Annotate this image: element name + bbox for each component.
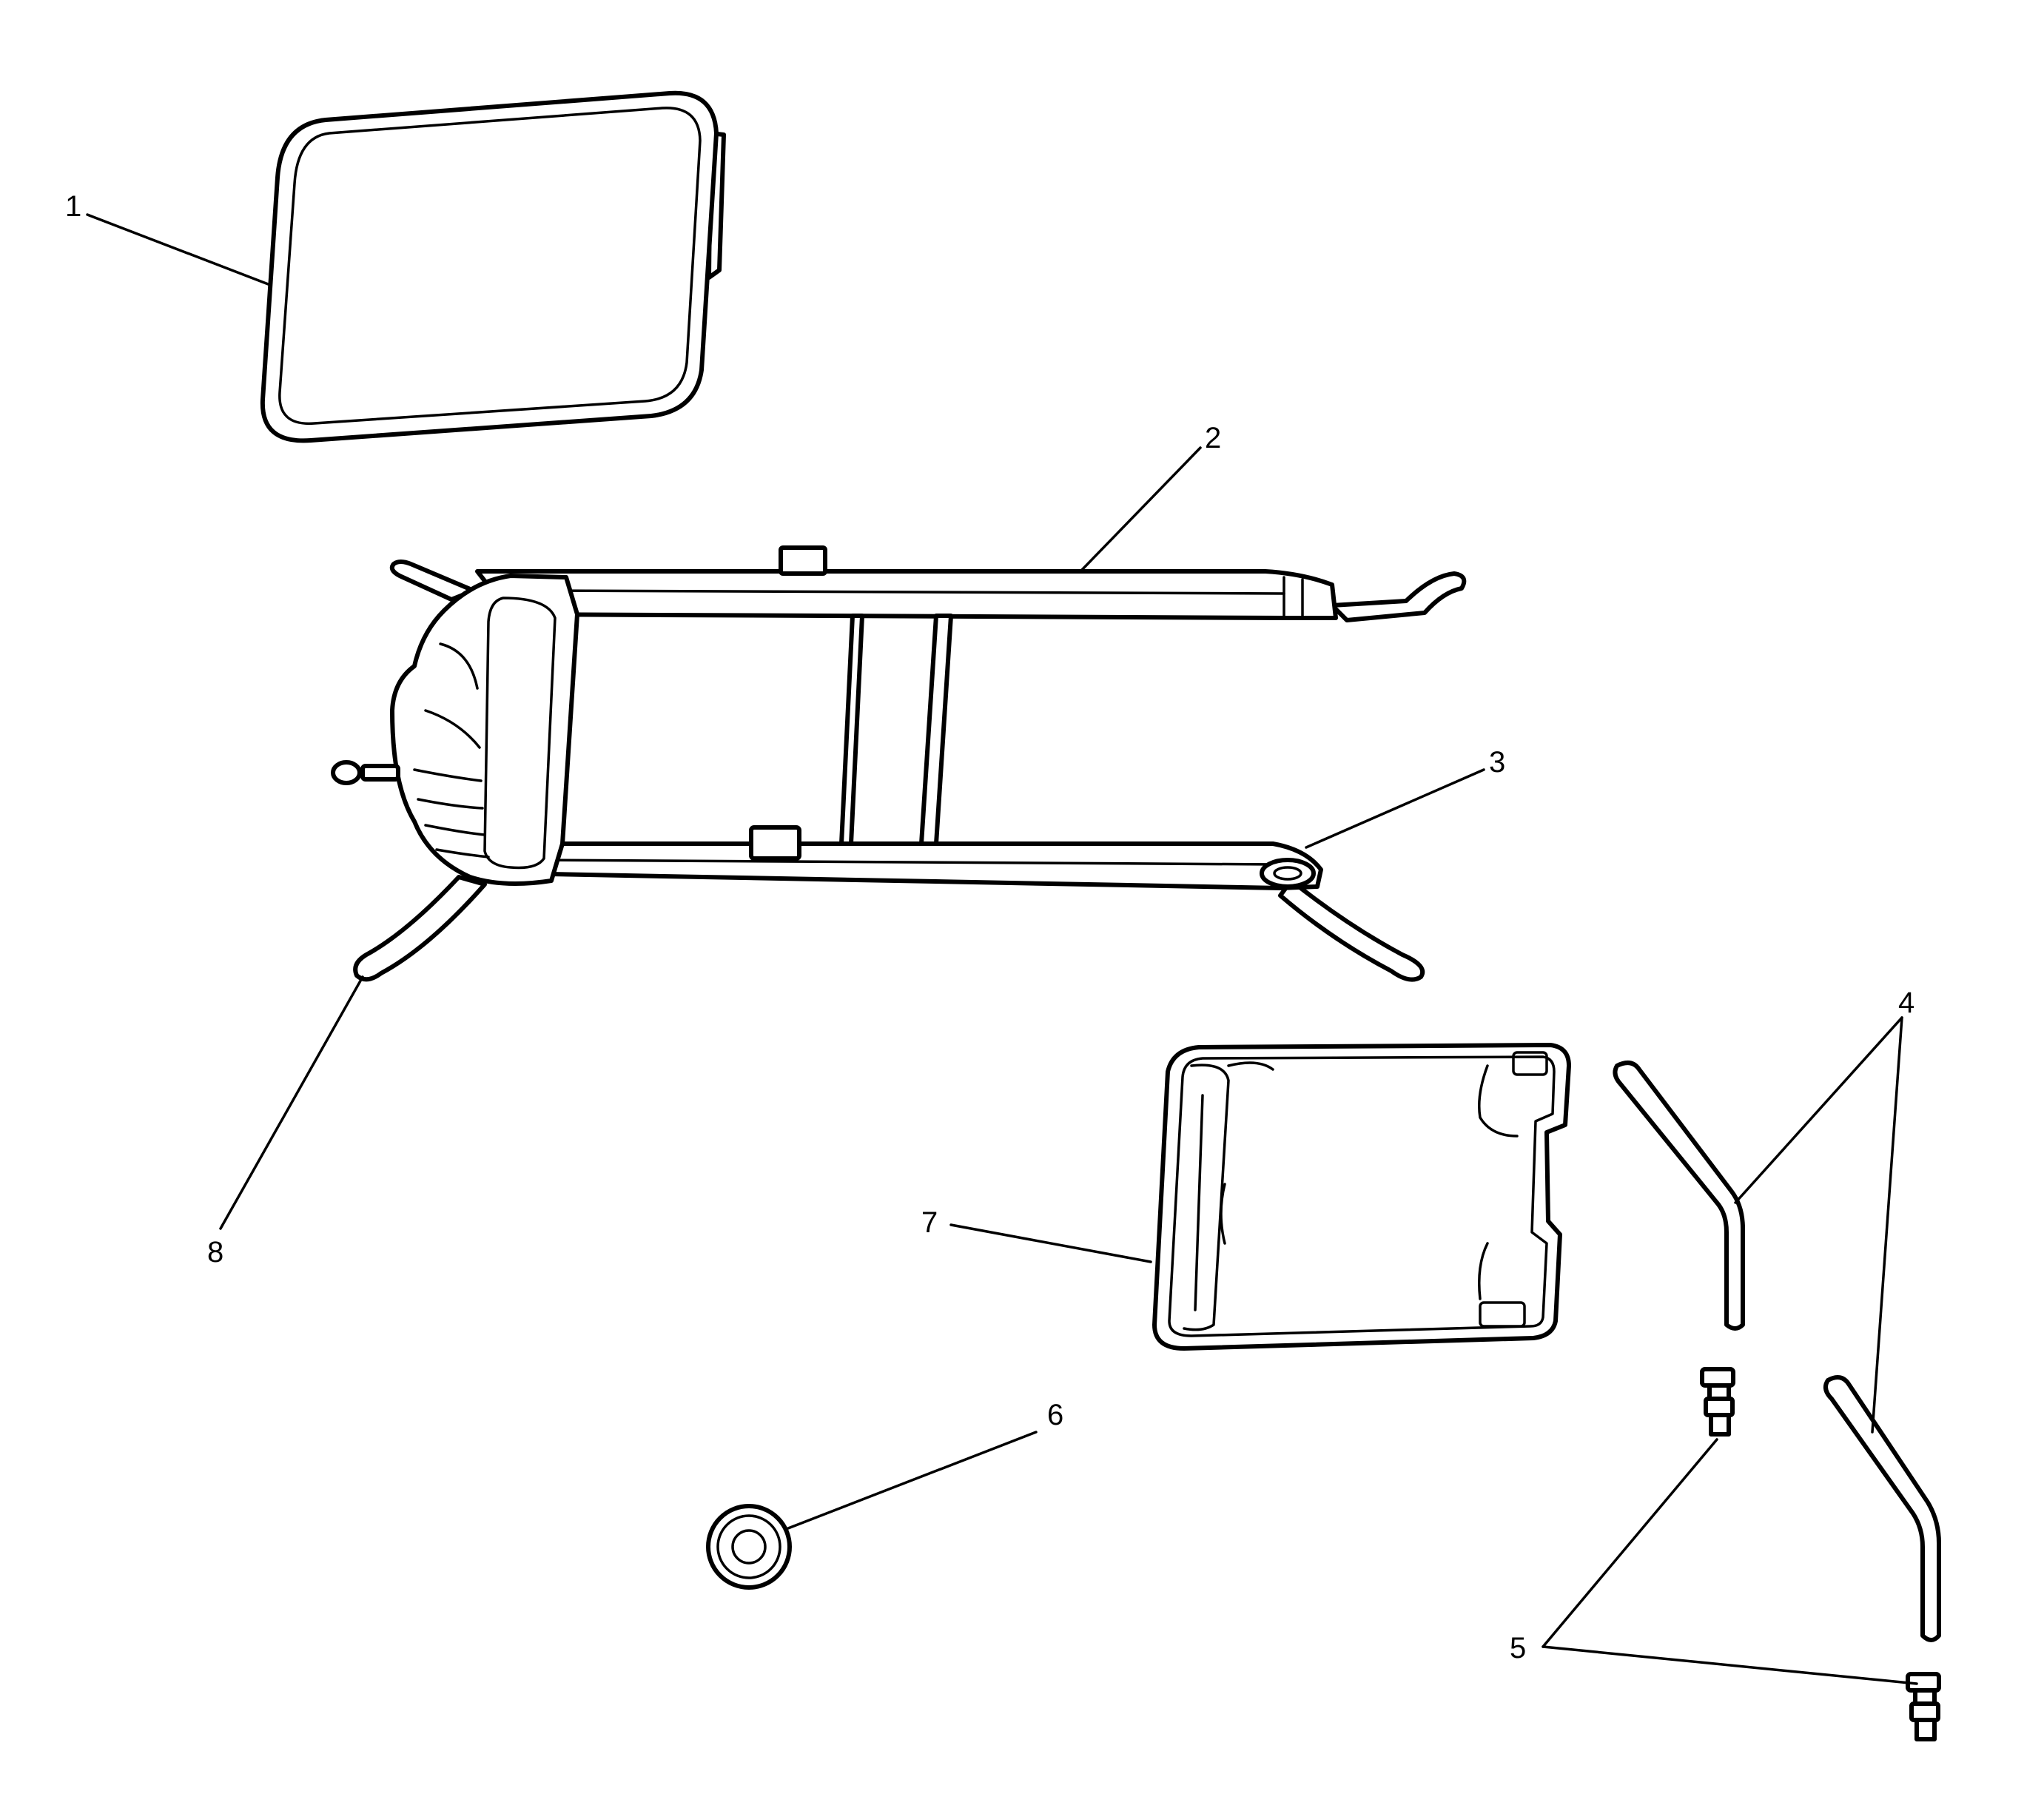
callout-5: 5 <box>1510 1632 1526 1664</box>
leader-3 <box>1305 768 1485 849</box>
leader-4b <box>1871 1016 1903 1434</box>
part-6-plug <box>706 1504 792 1590</box>
callout-2: 2 <box>1205 422 1221 454</box>
leader-7 <box>949 1223 1152 1263</box>
leader-lines <box>86 213 1918 1685</box>
part-4-rod-lower <box>1823 1375 1941 1642</box>
callout-3: 3 <box>1489 746 1505 779</box>
leader-1 <box>86 213 272 286</box>
part-1-lid <box>260 90 726 443</box>
callout-6: 6 <box>1047 1399 1063 1431</box>
part-2-3-frame <box>331 545 1467 982</box>
callout-7: 7 <box>921 1206 938 1239</box>
callout-8: 8 <box>207 1236 223 1269</box>
leader-2 <box>1079 446 1202 573</box>
part-7-tray <box>1152 1043 1571 1351</box>
leader-4a <box>1734 1016 1903 1204</box>
callout-labels: 1 2 3 4 5 6 7 8 <box>65 190 1914 1664</box>
leader-5b <box>1542 1645 1918 1685</box>
callout-1: 1 <box>65 190 81 223</box>
leader-8 <box>219 975 364 1230</box>
callout-4: 4 <box>1898 987 1914 1019</box>
part-5-fastener-lower <box>1906 1672 1941 1741</box>
leader-5a <box>1542 1438 1718 1648</box>
part-4-rod-upper <box>1613 1061 1745 1331</box>
leader-6 <box>787 1431 1038 1530</box>
part-5-fastener-upper <box>1700 1367 1735 1437</box>
